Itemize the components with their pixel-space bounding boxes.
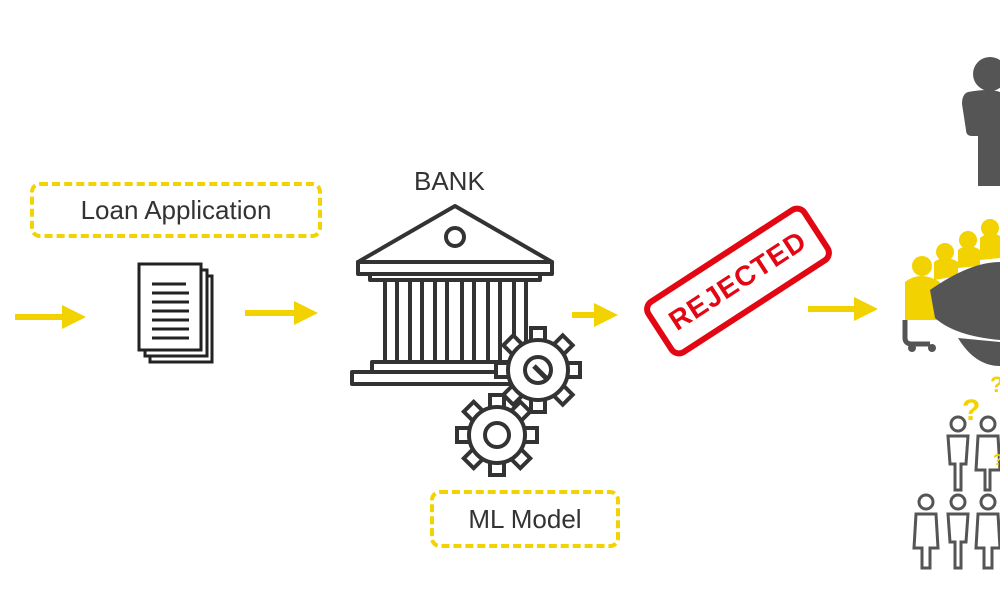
- bank-label: BANK: [414, 166, 485, 196]
- gears-icon: [455, 326, 582, 477]
- svg-text:?: ?: [990, 372, 1000, 397]
- documents-icon: [137, 262, 214, 364]
- svg-text:?: ?: [962, 394, 980, 427]
- ml-model-label: ML Model: [430, 490, 620, 548]
- person-icon: [962, 57, 1000, 186]
- svg-text:?: ?: [993, 452, 1000, 469]
- loan-application-text: Loan Application: [80, 194, 272, 225]
- loan-application-label: Loan Application: [30, 182, 322, 238]
- flow-arrows: [15, 297, 878, 329]
- ml-model-text: ML Model: [468, 503, 582, 534]
- crowd-question-icon: ? ? ?: [912, 372, 1000, 570]
- meeting-table-icon: [902, 219, 1000, 366]
